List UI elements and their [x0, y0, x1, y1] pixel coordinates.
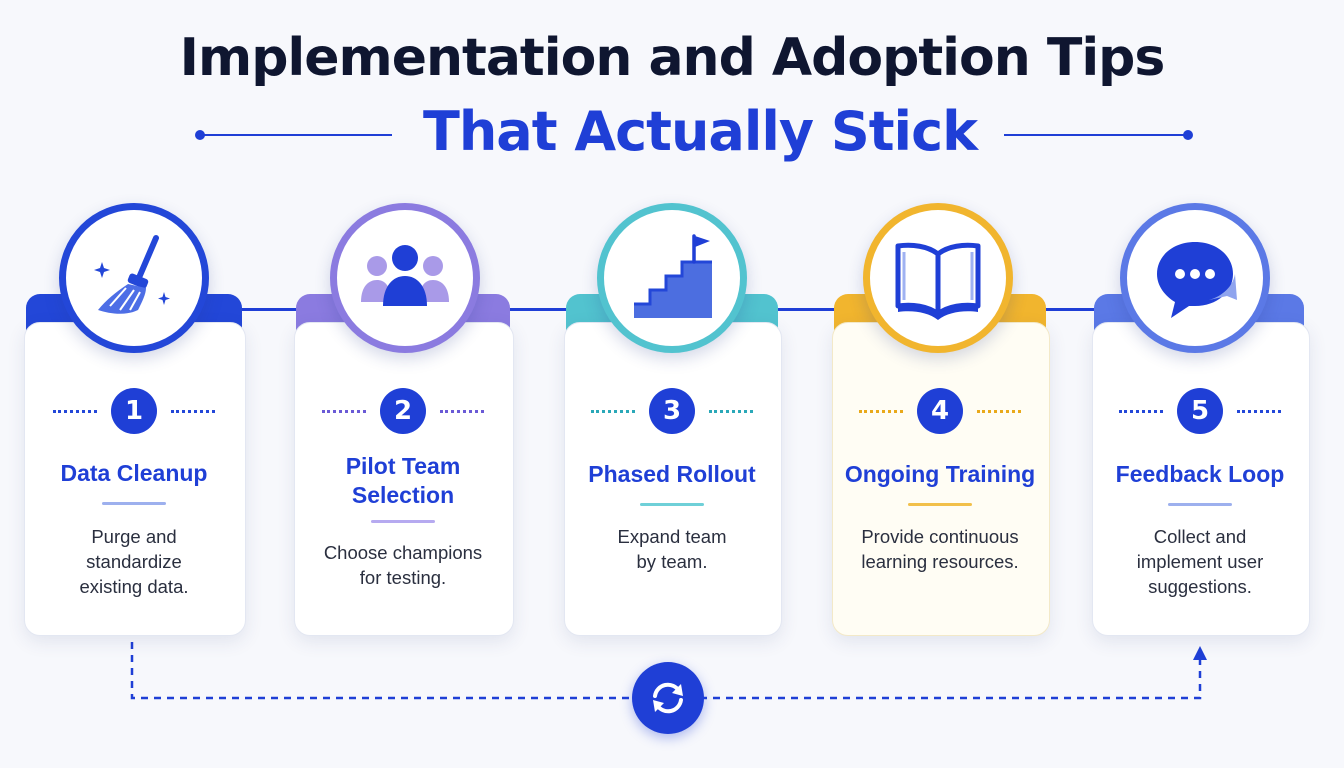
step-3-title: Phased Rollout [588, 461, 756, 487]
step-2-description: Choose champions for testing. [323, 542, 483, 588]
title-line-1: Implementation and Adoption Tips [179, 28, 1166, 88]
step-4-number-row: 4 [832, 388, 1048, 434]
step-1-dots-right [171, 409, 215, 413]
title-rule-dot-right [1183, 130, 1193, 140]
step-3-icon-circle [597, 203, 747, 353]
step-1-dots-left [53, 409, 97, 413]
connector-3-4 [772, 308, 846, 311]
step-2-number-row: 2 [294, 388, 512, 434]
step-5-number-badge: 5 [1177, 388, 1223, 434]
step-3-number-row: 3 [564, 388, 780, 434]
step-3-card [564, 322, 782, 636]
step-2-icon-circle [330, 203, 480, 353]
step-3-underline [640, 503, 704, 506]
title-line-2: That Actually Stick [423, 100, 978, 163]
broom-icon [94, 235, 170, 314]
step-5-dots-left [1119, 409, 1163, 413]
step-4-underline [908, 503, 972, 506]
title-rule-right [1004, 134, 1188, 136]
step-4-description: Provide continuous learning resources. [861, 526, 1019, 572]
step-5-card [1092, 322, 1310, 636]
step-4-title: Ongoing Training [844, 461, 1036, 487]
connector-4-5 [1040, 308, 1106, 311]
step-3-dots-left [591, 409, 635, 413]
refresh-cycle-icon [632, 662, 704, 734]
step-2-dots-right [440, 409, 484, 413]
step-2-dots-left [322, 409, 366, 413]
step-5-title: Feedback Loop [1115, 461, 1285, 487]
step-1-number-badge: 1 [111, 388, 157, 434]
step-2-title: Pilot Team Selection [345, 453, 461, 508]
step-3-dots-right [709, 409, 753, 413]
book-icon [895, 242, 981, 320]
step-5-icon-circle [1120, 203, 1270, 353]
step-4-card [832, 322, 1050, 636]
step-5-description: Collect and implement user suggestions. [1136, 526, 1264, 597]
connector-2-3 [505, 308, 581, 311]
step-2-number-badge: 2 [380, 388, 426, 434]
step-1-number-row: 1 [24, 388, 244, 434]
step-1-description: Purge and standardize existing data. [79, 526, 189, 597]
step-1-card [24, 322, 246, 636]
step-1-icon-circle [59, 203, 209, 353]
step-3-description: Expand team by team. [617, 526, 727, 572]
step-1-title: Data Cleanup [60, 460, 208, 486]
step-4-dots-left [859, 409, 903, 413]
connector-1-2 [240, 308, 312, 311]
step-4-icon-circle [863, 203, 1013, 353]
step-5-number-row: 5 [1092, 388, 1308, 434]
step-4-number-badge: 4 [917, 388, 963, 434]
step-4-dots-right [977, 409, 1021, 413]
step-5-dots-right [1237, 409, 1281, 413]
step-2-card [294, 322, 514, 636]
step-3-number-badge: 3 [649, 388, 695, 434]
step-2-underline [371, 520, 435, 523]
step-1-underline [102, 502, 166, 505]
chat-bubble-icon [1157, 242, 1237, 318]
team-icon [361, 245, 449, 306]
title-rule-left [200, 134, 392, 136]
step-5-underline [1168, 503, 1232, 506]
stairs-flag-icon [634, 234, 712, 318]
